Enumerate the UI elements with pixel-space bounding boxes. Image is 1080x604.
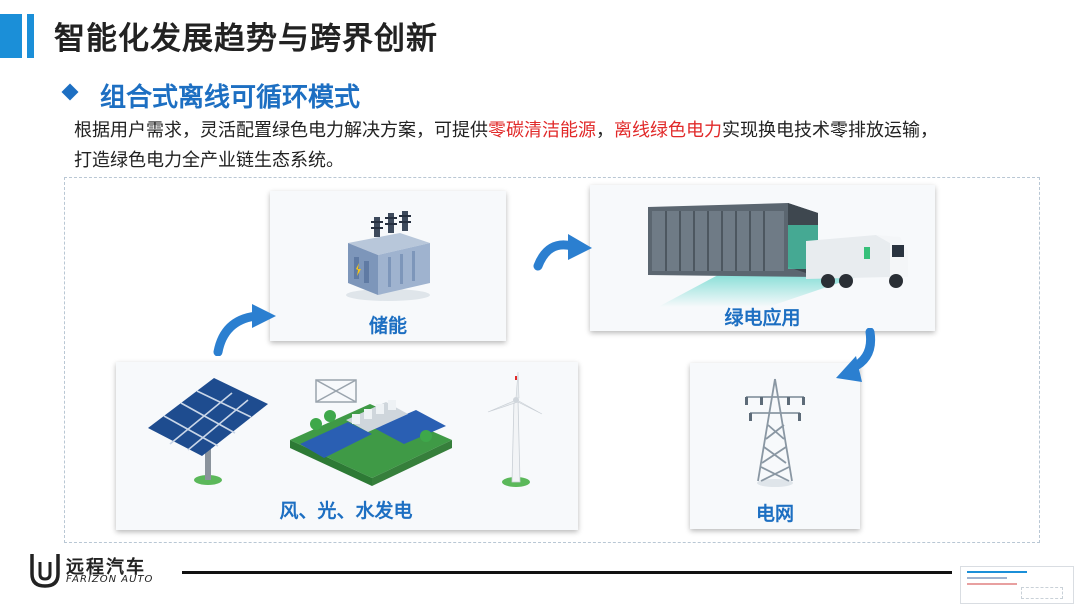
curved-arrow-icon bbox=[213, 304, 276, 356]
energy-storage-cabinet-icon bbox=[346, 211, 430, 301]
section-description: 根据用户需求，灵活配置绿色电力解决方案，可提供零碳清洁能源，离线绿色电力实现换电… bbox=[74, 116, 1064, 176]
card-green-power-application: 绿电应用 bbox=[590, 185, 935, 331]
desc-highlight-zero-carbon: 零碳清洁能源 bbox=[488, 120, 596, 141]
diagram-frame bbox=[64, 177, 1040, 543]
power-transmission-tower-icon bbox=[745, 378, 805, 487]
slide-thumbnail[interactable] bbox=[960, 566, 1074, 604]
solar-panel-icon bbox=[148, 378, 268, 485]
card-energy-storage: 储能 bbox=[270, 191, 506, 341]
curved-arrow-icon bbox=[836, 328, 876, 382]
desc-text-line2: 打造绿色电力全产业链生态系统。 bbox=[74, 150, 344, 171]
brand-name-cn: 远程汽车 bbox=[66, 557, 146, 578]
curved-arrow-icon bbox=[533, 234, 592, 271]
battery-swap-station-truck-icon bbox=[648, 203, 908, 307]
page-title: 智能化发展趋势与跨界创新 bbox=[54, 21, 438, 57]
section-title: 组合式离线可循环模式 bbox=[100, 83, 361, 113]
diamond-icon bbox=[61, 83, 79, 101]
desc-text: 根据用户需求，灵活配置绿色电力解决方案，可提供 bbox=[74, 120, 488, 141]
title-accent-bar-thin bbox=[27, 14, 34, 58]
card-label-grid: 电网 bbox=[755, 503, 794, 525]
card-label-renewables: 风、光、水发电 bbox=[279, 500, 413, 522]
brand-name-en: FARIZON AUTO bbox=[66, 574, 154, 585]
desc-text: 实现换电技术零排放运输， bbox=[722, 120, 938, 141]
farizon-logo-icon bbox=[30, 554, 60, 588]
desc-text: ， bbox=[596, 120, 614, 141]
card-power-grid: 电网 bbox=[690, 363, 860, 529]
title-accent-bar bbox=[0, 14, 22, 58]
card-label-green-power: 绿电应用 bbox=[724, 307, 801, 329]
footer-divider bbox=[182, 571, 952, 574]
card-renewable-generation: 风、光、水发电 bbox=[116, 362, 578, 530]
wind-turbine-icon bbox=[487, 371, 543, 487]
hydro-dam-icon bbox=[290, 379, 452, 486]
card-label-energy-storage: 储能 bbox=[368, 315, 407, 337]
desc-highlight-offline-power: 离线绿色电力 bbox=[614, 120, 722, 141]
